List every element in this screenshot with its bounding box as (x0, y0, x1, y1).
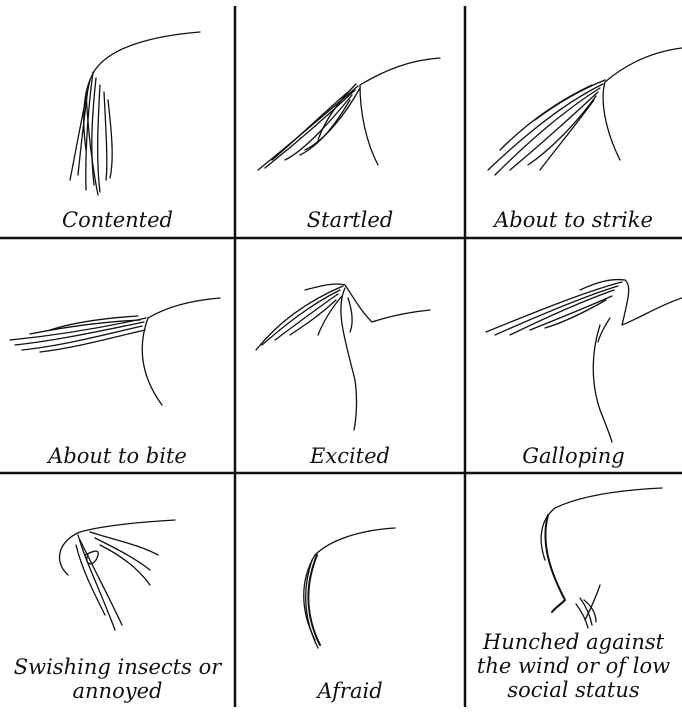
tail-drawing-afraid (304, 528, 395, 648)
caption-about-to-strike: About to strike (465, 208, 682, 232)
caption-excited: Excited (235, 444, 465, 468)
caption-afraid: Afraid (235, 679, 465, 703)
tail-drawing-swishing-insects (59, 520, 175, 630)
caption-swishing-insects: Swishing insects or annoyed (0, 655, 235, 703)
tail-drawing-galloping (486, 280, 682, 442)
tail-drawing-contented (70, 32, 200, 195)
tail-drawing-excited (256, 284, 430, 430)
tail-drawing-about-to-bite (10, 298, 220, 405)
caption-startled: Startled (235, 208, 465, 232)
tail-drawing-about-to-strike (488, 48, 682, 175)
tail-drawing-hunched (541, 488, 662, 628)
tail-drawing-startled (258, 58, 440, 170)
caption-contented: Contented (0, 208, 235, 232)
caption-about-to-bite: About to bite (0, 444, 235, 468)
caption-hunched: Hunched against the wind or of low socia… (465, 630, 682, 702)
caption-galloping: Galloping (465, 444, 682, 468)
